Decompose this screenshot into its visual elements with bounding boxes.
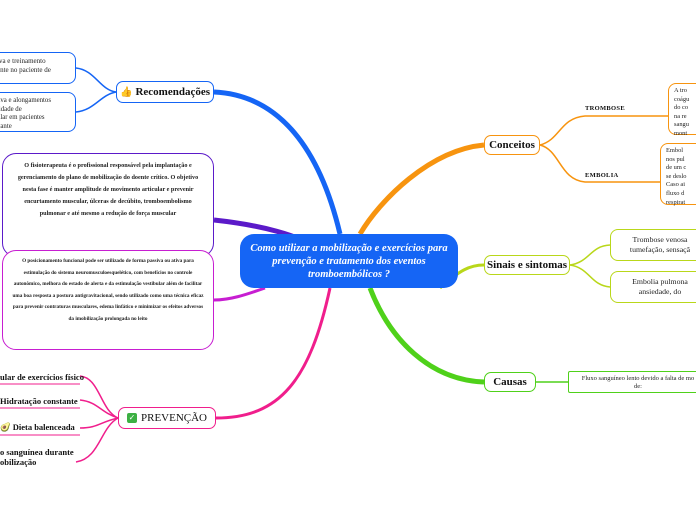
topic-label: Recomendações xyxy=(135,86,210,98)
topic-sinais-sintomas[interactable]: Sinais e sintomas xyxy=(484,255,570,275)
thumbs-up-icon: 👍 xyxy=(120,86,133,98)
topic-label: PREVENÇÃO xyxy=(140,412,207,424)
embolia-definition[interactable]: Embol nos pul de um c se deslo Caso ai f… xyxy=(660,143,696,206)
recomendacao-item[interactable]: uva e alongamentos lidade de ular em pac… xyxy=(0,92,76,132)
link-prevencao xyxy=(215,287,332,420)
prevencao-item[interactable]: ular de exercícios físico xyxy=(0,372,84,382)
link-conceitos-embolia xyxy=(539,144,660,183)
subtopic-trombose[interactable]: TROMBOSE xyxy=(585,105,625,112)
prevencao-item-dieta[interactable]: 🥑 Dieta balenceada xyxy=(0,422,75,432)
link-recomendacoes-2 xyxy=(75,91,117,113)
link-prevencao-3 xyxy=(79,417,119,429)
link-prevencao-1 xyxy=(79,375,119,419)
posicionamento-note[interactable]: O posicionamento funcional pode ser util… xyxy=(2,250,214,350)
link-conceitos-trombose xyxy=(539,115,668,146)
sinais-item[interactable]: Trombose venosa tumefação, sensaçã xyxy=(610,229,696,261)
link-prevencao-4 xyxy=(75,417,119,463)
subtopic-embolia[interactable]: EMBOLIA xyxy=(585,172,619,179)
topic-prevencao[interactable]: ✓ PREVENÇÃO xyxy=(118,407,216,429)
topic-recomendacoes[interactable]: 👍 Recomendações xyxy=(116,81,214,103)
link-sinais-2 xyxy=(569,264,611,288)
recomendacao-item[interactable]: iva e treinamento ente no paciente de xyxy=(0,52,76,84)
link-prevencao-2 xyxy=(79,399,119,419)
topic-conceitos[interactable]: Conceitos xyxy=(484,135,540,155)
causas-text[interactable]: Fluxo sanguíneo lento devido a falta de … xyxy=(568,371,696,393)
link-posicionamento xyxy=(213,286,266,302)
link-causas xyxy=(367,287,485,385)
link-recomendacoes-1 xyxy=(75,67,117,93)
prevencao-item[interactable]: Hidratação constante xyxy=(0,396,78,406)
check-mark-icon: ✓ xyxy=(126,413,137,423)
link-recomendacoes xyxy=(213,89,343,235)
avocado-icon: 🥑 xyxy=(0,422,11,432)
sinais-item[interactable]: Embolia pulmona ansiedade, do xyxy=(610,271,696,303)
topic-causas[interactable]: Causas xyxy=(484,372,536,392)
trombose-definition[interactable]: A tro coágu do co na re sangu mont xyxy=(668,83,696,137)
link-conceitos xyxy=(357,142,485,236)
link-sinais-1 xyxy=(569,244,611,266)
fisioterapeuta-note[interactable]: O fisioterapeuta é o profissional respon… xyxy=(2,153,214,257)
prevencao-item[interactable]: o sanguínea durante obilização xyxy=(0,447,74,467)
central-topic[interactable]: Como utilizar a mobilização e exercícios… xyxy=(240,234,458,288)
